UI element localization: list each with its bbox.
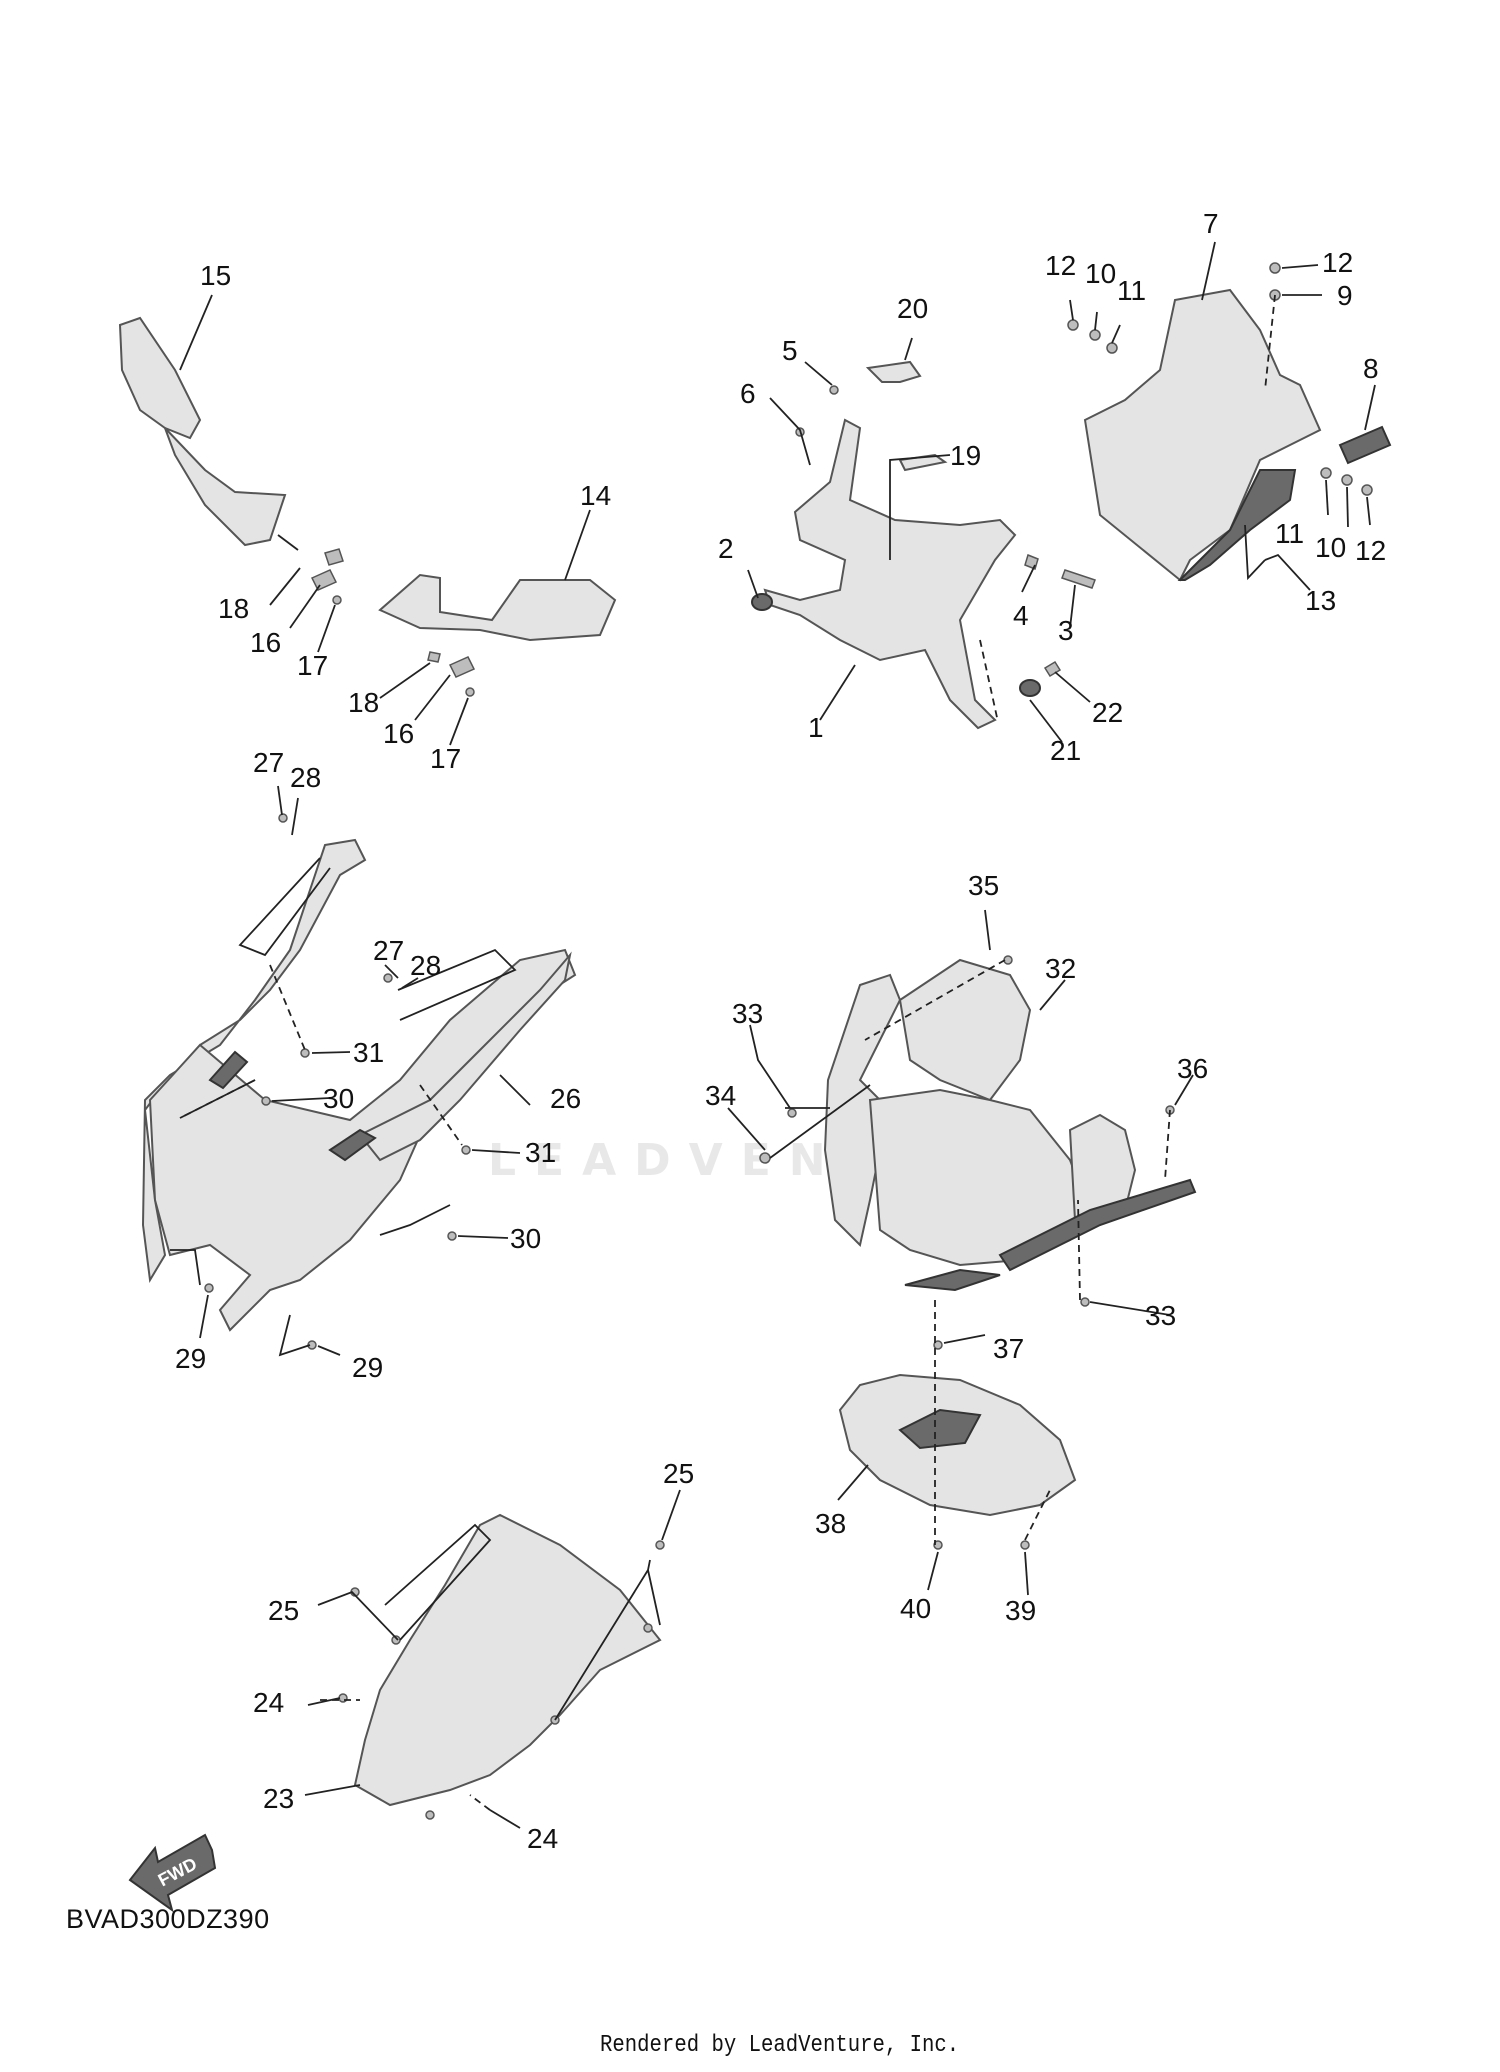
callout-16: 16 xyxy=(250,627,281,658)
callout-26: 26 xyxy=(550,1083,581,1114)
callout-27: 27 xyxy=(373,935,404,966)
callout-13: 13 xyxy=(1305,585,1336,616)
inner-panel-assembly xyxy=(759,955,1197,1550)
callout-36: 36 xyxy=(1177,1053,1208,1084)
callout-12: 12 xyxy=(1045,250,1076,281)
callout-9: 9 xyxy=(1337,280,1353,311)
callout-17: 17 xyxy=(297,650,328,681)
callout-numbers: 15 14 18 16 17 18 16 17 20 5 6 19 2 4 3 … xyxy=(175,208,1386,1854)
callout-17: 17 xyxy=(430,743,461,774)
meter-duct-assembly xyxy=(1067,262,1392,582)
callout-30: 30 xyxy=(323,1083,354,1114)
callout-30: 30 xyxy=(510,1223,541,1254)
callout-33: 33 xyxy=(1145,1300,1176,1331)
callout-11: 11 xyxy=(1117,275,1146,306)
callout-40: 40 xyxy=(900,1593,931,1624)
windshield-assembly xyxy=(338,1513,665,1820)
callout-31: 31 xyxy=(353,1037,384,1068)
callout-29: 29 xyxy=(352,1352,383,1383)
callout-20: 20 xyxy=(897,293,928,324)
callout-15: 15 xyxy=(200,260,231,291)
callout-23: 23 xyxy=(263,1783,294,1814)
callout-1: 1 xyxy=(808,712,824,743)
mirror-right-assembly xyxy=(378,573,617,697)
callout-31: 31 xyxy=(525,1137,556,1168)
callout-35: 35 xyxy=(968,870,999,901)
callout-10: 10 xyxy=(1085,258,1116,289)
callout-4: 4 xyxy=(1013,600,1029,631)
leader-lines xyxy=(170,241,1376,1829)
callout-11: 11 xyxy=(1275,518,1304,549)
callout-25: 25 xyxy=(663,1458,694,1489)
callout-22: 22 xyxy=(1092,697,1123,728)
callout-38: 38 xyxy=(815,1508,846,1539)
callout-8: 8 xyxy=(1363,353,1379,384)
callout-21: 21 xyxy=(1050,735,1081,766)
callout-3: 3 xyxy=(1058,615,1074,646)
callout-24: 24 xyxy=(527,1823,558,1854)
callout-34: 34 xyxy=(705,1080,736,1111)
callout-16: 16 xyxy=(383,718,414,749)
callout-5: 5 xyxy=(782,335,798,366)
callout-32: 32 xyxy=(1045,953,1076,984)
upper-cowling-assembly xyxy=(141,813,577,1350)
callout-27: 27 xyxy=(253,747,284,778)
mirror-left-assembly xyxy=(118,316,344,605)
callout-12: 12 xyxy=(1355,535,1386,566)
callout-24: 24 xyxy=(253,1687,284,1718)
callout-18: 18 xyxy=(348,687,379,718)
callout-7: 7 xyxy=(1203,208,1219,239)
diagram-code: BVAD300DZ390 xyxy=(66,1904,270,1934)
callout-29: 29 xyxy=(175,1343,206,1374)
callout-18: 18 xyxy=(218,593,249,624)
callout-6: 6 xyxy=(740,378,756,409)
callout-10: 10 xyxy=(1315,532,1346,563)
render-credit: Rendered by LeadVenture, Inc. xyxy=(600,2032,960,2059)
callout-12: 12 xyxy=(1322,247,1353,278)
callout-19: 19 xyxy=(950,440,981,471)
cowling-stay-assembly xyxy=(751,360,1096,730)
callout-14: 14 xyxy=(580,480,611,511)
callout-39: 39 xyxy=(1005,1595,1036,1626)
fwd-arrow: FWD xyxy=(128,1833,217,1913)
callout-25: 25 xyxy=(268,1595,299,1626)
callout-2: 2 xyxy=(718,533,734,564)
callout-33: 33 xyxy=(732,998,763,1029)
callout-28: 28 xyxy=(410,950,441,981)
callout-28: 28 xyxy=(290,762,321,793)
callout-37: 37 xyxy=(993,1333,1024,1364)
